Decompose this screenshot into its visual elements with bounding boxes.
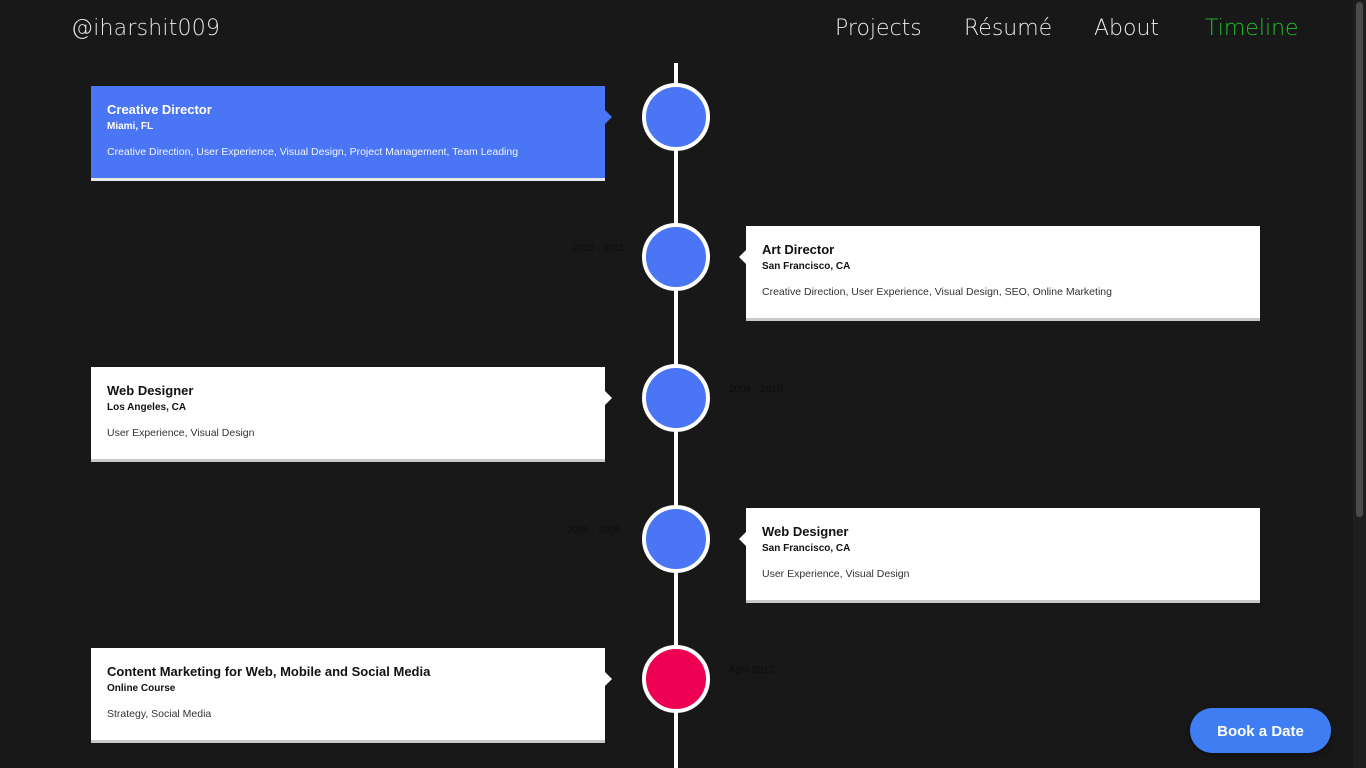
nav-resume[interactable]: Résumé	[964, 16, 1053, 41]
card-title: Creative Director	[107, 102, 212, 117]
card-location: San Francisco, CA	[762, 261, 851, 272]
card-description: Creative Direction, User Experience, Vis…	[107, 146, 519, 158]
main-nav: Projects Résumé About Timeline	[835, 16, 1299, 46]
timeline-card: Creative Director Miami, FL Creative Dir…	[91, 86, 612, 181]
card-description: User Experience, Visual Design	[762, 568, 910, 580]
card-arrow	[605, 110, 612, 124]
timeline-date: 2006 - 2008	[567, 525, 621, 536]
card-description: Creative Direction, User Experience, Vis…	[762, 286, 1112, 298]
card-arrow	[605, 391, 612, 405]
timeline-dot	[642, 364, 710, 432]
scrollbar-thumb[interactable]	[1356, 2, 1363, 517]
book-a-date-button[interactable]: Book a Date	[1190, 708, 1331, 753]
card-arrow	[739, 250, 746, 264]
timeline-card: Web Designer Los Angeles, CA User Experi…	[91, 367, 612, 462]
card-description: Strategy, Social Media	[107, 708, 212, 720]
timeline-card: Art Director San Francisco, CA Creative …	[739, 226, 1260, 321]
nav-projects[interactable]: Projects	[835, 16, 922, 41]
card-title: Art Director	[762, 242, 835, 257]
card-arrow	[739, 532, 746, 546]
card-location: Miami, FL	[107, 121, 154, 132]
brand-logo[interactable]: @iharshit009	[71, 16, 221, 41]
timeline-date: 2008 - 2010	[729, 384, 783, 395]
card-title: Web Designer	[107, 383, 194, 398]
card-title: Content Marketing for Web, Mobile and So…	[107, 664, 431, 679]
card-title: Web Designer	[762, 524, 849, 539]
nav-timeline[interactable]: Timeline	[1205, 16, 1299, 41]
page-scrollbar[interactable]	[1353, 0, 1366, 768]
timeline-date: April 2013	[729, 665, 775, 676]
card-location: Los Angeles, CA	[107, 402, 187, 413]
timeline-dot-course	[642, 645, 710, 713]
timeline-dot	[642, 223, 710, 291]
nav-about[interactable]: About	[1094, 16, 1160, 41]
card-location: San Francisco, CA	[762, 543, 851, 554]
timeline-dot	[642, 505, 710, 573]
timeline-date: 2010 - 2011	[572, 243, 625, 254]
timeline-card: Content Marketing for Web, Mobile and So…	[91, 648, 612, 743]
timeline-card: Web Designer San Francisco, CA User Expe…	[739, 508, 1260, 603]
card-arrow	[605, 672, 612, 686]
card-location: Online Course	[107, 683, 176, 694]
timeline-dot	[642, 83, 710, 151]
card-description: User Experience, Visual Design	[107, 427, 255, 439]
